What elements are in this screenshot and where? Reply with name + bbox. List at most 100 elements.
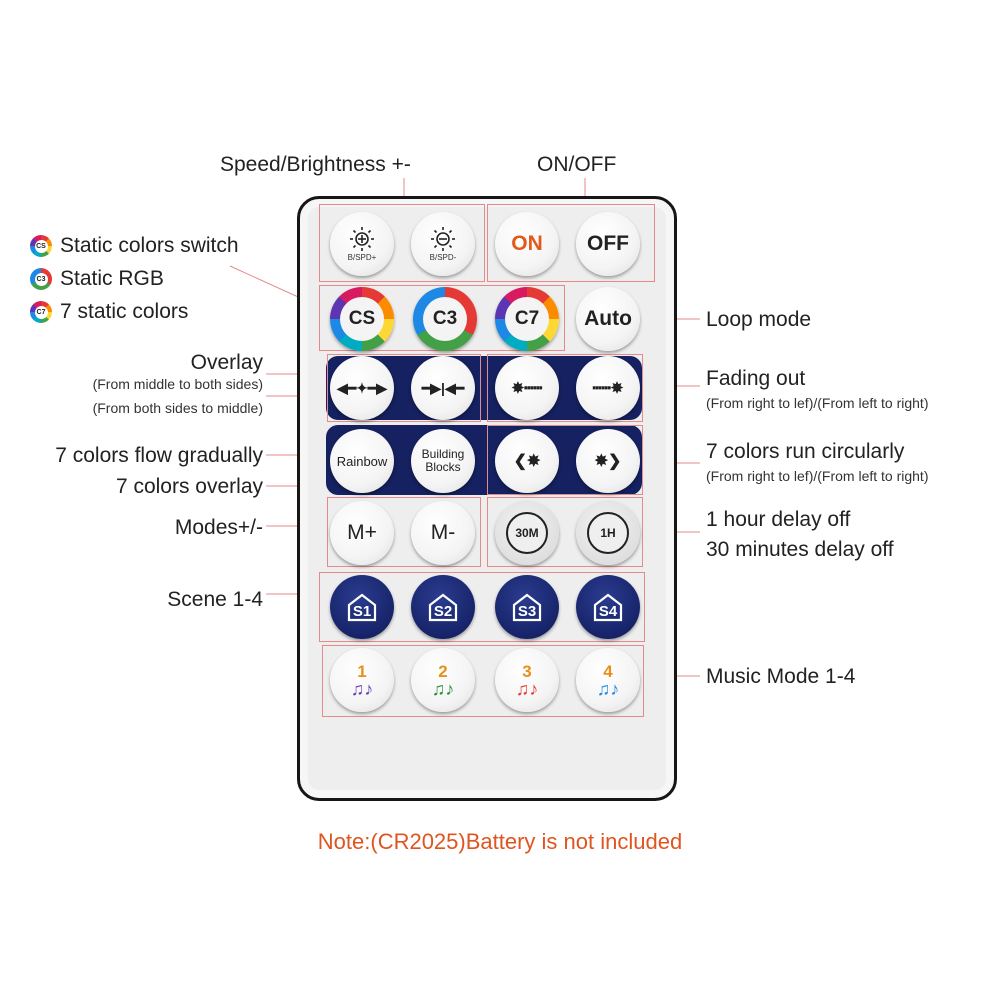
label-fading-out: Fading out bbox=[706, 367, 806, 390]
run-right-icon: ✸❯ bbox=[594, 453, 622, 470]
fade-left-button[interactable]: ✸┅┅ bbox=[495, 356, 559, 420]
speed-brightness-minus-button[interactable]: B/SPD- bbox=[411, 212, 475, 276]
fade-right-icon: ┅┅✸ bbox=[592, 380, 624, 397]
box-speed bbox=[319, 204, 485, 282]
scene-1-button[interactable]: S1 bbox=[330, 575, 394, 639]
speed-minus-caption: B/SPD- bbox=[429, 253, 457, 262]
timer-30m-label: 30M bbox=[506, 512, 548, 554]
scene-3-button[interactable]: S3 bbox=[495, 575, 559, 639]
label-fading-out-sub: (From right to lef)/(From left to right) bbox=[706, 395, 929, 411]
music-1-label: 1 bbox=[357, 661, 367, 681]
label-loop-mode: Loop mode bbox=[706, 308, 812, 331]
rainbow-label: Rainbow bbox=[336, 453, 388, 469]
scene-2-button[interactable]: S2 bbox=[411, 575, 475, 639]
label-min-delay: 30 minutes delay off bbox=[706, 538, 894, 561]
arrows-outward-icon: ◀━✦━▶ bbox=[336, 379, 388, 396]
music-2-label: 2 bbox=[438, 661, 448, 681]
music-notes-icon: ♫♪ bbox=[431, 678, 455, 699]
run-right-button[interactable]: ✸❯ bbox=[576, 429, 640, 493]
label-scene: Scene 1-4 bbox=[167, 588, 263, 611]
box-run bbox=[487, 425, 643, 495]
box-music bbox=[322, 645, 644, 717]
music-3-label: 3 bbox=[522, 661, 532, 681]
music-2-button[interactable]: 2 ♫♪ bbox=[411, 648, 475, 712]
label-static-rgb: Static RGB bbox=[60, 267, 164, 290]
timer-30m-button[interactable]: 30M bbox=[495, 501, 559, 565]
fade-right-button[interactable]: ┅┅✸ bbox=[576, 356, 640, 420]
box-modes bbox=[327, 497, 481, 567]
box-overlay bbox=[327, 354, 481, 422]
legend-cs-icon: CS bbox=[30, 235, 52, 257]
label-music: Music Mode 1-4 bbox=[706, 665, 856, 688]
on-label: ON bbox=[511, 232, 543, 255]
label-7-static-colors: 7 static colors bbox=[60, 300, 189, 323]
music-1-button[interactable]: 1 ♫♪ bbox=[330, 648, 394, 712]
c3-button[interactable]: C3 bbox=[413, 287, 477, 351]
scene-2-label: S2 bbox=[433, 602, 453, 620]
scene-1-label: S1 bbox=[352, 602, 372, 620]
legend-c7-icon: C7 bbox=[30, 301, 52, 323]
timer-1h-label: 1H bbox=[587, 512, 629, 554]
music-4-label: 4 bbox=[603, 661, 613, 681]
label-flow-gradually: 7 colors flow gradually bbox=[55, 444, 263, 467]
label-modes: Modes+/- bbox=[174, 516, 263, 539]
overlay-out-button[interactable]: ◀━✦━▶ bbox=[330, 356, 394, 420]
music-notes-icon: ♫♪ bbox=[596, 678, 620, 699]
legend-c3-icon: C3 bbox=[30, 268, 52, 290]
c7-button[interactable]: C7 bbox=[495, 287, 559, 351]
house-icon bbox=[512, 593, 542, 622]
label-static-colors-switch: Static colors switch bbox=[60, 234, 239, 257]
run-left-button[interactable]: ❮✸ bbox=[495, 429, 559, 493]
c3-label: C3 bbox=[423, 297, 467, 341]
scene-4-button[interactable]: S4 bbox=[576, 575, 640, 639]
label-overlay-sub2: (From both sides to middle) bbox=[92, 400, 263, 416]
mode-minus-label: M- bbox=[430, 521, 456, 544]
label-on-off: ON/OFF bbox=[537, 153, 617, 176]
building-label: Building bbox=[421, 446, 465, 461]
label-colors-overlay: 7 colors overlay bbox=[115, 475, 263, 498]
mode-minus-button[interactable]: M- bbox=[411, 501, 475, 565]
scene-3-label: S3 bbox=[517, 602, 537, 620]
speed-brightness-plus-button[interactable]: B/SPD+ bbox=[330, 212, 394, 276]
box-scene bbox=[319, 572, 645, 642]
label-run-circularly: 7 colors run circularly bbox=[706, 440, 905, 463]
box-on-off bbox=[487, 204, 655, 282]
run-left-icon: ❮✸ bbox=[513, 453, 541, 470]
music-notes-icon: ♫♪ bbox=[515, 678, 539, 699]
fade-left-icon: ✸┅┅ bbox=[511, 380, 543, 397]
sun-icon bbox=[431, 227, 455, 251]
label-hour-delay: 1 hour delay off bbox=[706, 508, 851, 531]
blocks-label: Blocks bbox=[425, 460, 461, 474]
label-run-circularly-sub: (From right to lef)/(From left to right) bbox=[706, 468, 929, 484]
on-button[interactable]: ON bbox=[495, 212, 559, 276]
off-button[interactable]: OFF bbox=[576, 212, 640, 276]
music-3-button[interactable]: 3 ♫♪ bbox=[495, 648, 559, 712]
auto-label: Auto bbox=[584, 307, 632, 330]
scene-4-label: S4 bbox=[598, 602, 618, 620]
overlay-in-button[interactable]: ━▶|◀━ bbox=[411, 356, 475, 420]
auto-button[interactable]: Auto bbox=[576, 287, 640, 351]
box-timer bbox=[487, 497, 643, 567]
rainbow-button[interactable]: Rainbow bbox=[330, 429, 394, 493]
mode-plus-label: M+ bbox=[347, 521, 377, 544]
house-icon bbox=[428, 593, 458, 622]
label-overlay-sub1: (From middle to both sides) bbox=[92, 376, 263, 392]
building-blocks-button[interactable]: Building Blocks bbox=[411, 429, 475, 493]
sun-icon bbox=[350, 227, 374, 251]
timer-1h-button[interactable]: 1H bbox=[576, 501, 640, 565]
mode-plus-button[interactable]: M+ bbox=[330, 501, 394, 565]
box-fade bbox=[487, 354, 643, 422]
house-icon bbox=[593, 593, 623, 622]
cs-label: CS bbox=[340, 297, 384, 341]
music-notes-icon: ♫♪ bbox=[350, 678, 374, 699]
battery-note: Note:(CR2025)Battery is not included bbox=[317, 829, 683, 854]
speed-plus-caption: B/SPD+ bbox=[347, 253, 377, 262]
c7-label: C7 bbox=[505, 297, 549, 341]
off-label: OFF bbox=[587, 232, 629, 255]
house-icon bbox=[347, 593, 377, 622]
arrows-inward-icon: ━▶|◀━ bbox=[421, 379, 465, 396]
label-speed-brightness: Speed/Brightness +- bbox=[220, 153, 411, 176]
music-4-button[interactable]: 4 ♫♪ bbox=[576, 648, 640, 712]
cs-button[interactable]: CS bbox=[330, 287, 394, 351]
label-overlay: Overlay bbox=[190, 351, 263, 374]
